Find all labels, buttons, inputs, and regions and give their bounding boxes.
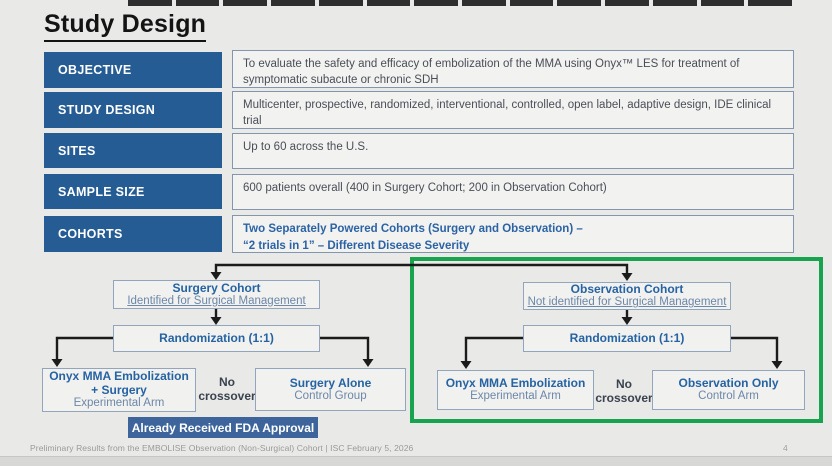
surgery-randomization-box: Randomization (1:1) bbox=[113, 325, 320, 352]
observation-randomization-box: Randomization (1:1) bbox=[523, 325, 731, 352]
observation-randomization-label: Randomization (1:1) bbox=[569, 331, 685, 346]
surgery-control-group-box: Surgery Alone Control Group bbox=[255, 368, 406, 411]
table-label-cohorts: COHORTS bbox=[44, 216, 222, 252]
observation-experimental-line2: Experimental Arm bbox=[470, 390, 561, 403]
surgery-cohort-title: Surgery Cohort bbox=[172, 280, 261, 295]
observation-control-line2: Control Arm bbox=[698, 390, 759, 403]
observation-control-arm-box: Observation Only Control Arm bbox=[652, 370, 805, 410]
observation-cohort-subtitle: Not identified for Surgical Management bbox=[527, 296, 727, 309]
table-value-sites: Up to 60 across the U.S. bbox=[232, 133, 794, 169]
surgery-control-line2: Control Group bbox=[294, 389, 367, 402]
page-title: Study Design bbox=[44, 10, 207, 42]
observation-cohort-box: Observation Cohort Not identified for Su… bbox=[523, 282, 731, 310]
fda-approval-banner: Already Received FDA Approval bbox=[128, 417, 318, 438]
surgery-no-crossover-label: No crossover bbox=[198, 375, 256, 404]
surgery-experimental-line2: + Surgery bbox=[91, 383, 147, 398]
table-value-sample-size: 600 patients overall (400 in Surgery Coh… bbox=[232, 174, 794, 210]
table-label-sites: SITES bbox=[44, 133, 222, 168]
observation-cohort-title: Observation Cohort bbox=[570, 282, 684, 297]
table-label-sample-size: SAMPLE SIZE bbox=[44, 174, 222, 209]
table-value-study-design: Multicenter, prospective, randomized, in… bbox=[232, 91, 794, 129]
surgery-experimental-line3: Experimental Arm bbox=[73, 397, 165, 410]
cohorts-value-line2: “2 trials in 1” – Different Disease Seve… bbox=[243, 240, 470, 253]
table-label-objective: OBJECTIVE bbox=[44, 52, 222, 88]
observation-control-line1: Observation Only bbox=[678, 376, 779, 391]
observation-no-crossover-label: No crossover bbox=[595, 377, 653, 406]
slide-page-number: 4 bbox=[783, 443, 788, 453]
observation-experimental-line1: Onyx MMA Embolization bbox=[445, 376, 586, 391]
surgery-experimental-arm-box: Onyx MMA Embolization + Surgery Experime… bbox=[42, 368, 196, 412]
bottom-band bbox=[0, 456, 832, 466]
table-label-study-design: STUDY DESIGN bbox=[44, 92, 222, 128]
surgery-experimental-line1: Onyx MMA Embolization bbox=[49, 369, 189, 384]
table-value-cohorts: Two Separately Powered Cohorts (Surgery … bbox=[232, 215, 794, 253]
surgery-cohort-subtitle: Identified for Surgical Management bbox=[127, 294, 306, 307]
top-filmstrip bbox=[128, 0, 793, 6]
table-value-objective: To evaluate the safety and efficacy of e… bbox=[232, 50, 794, 88]
observation-experimental-arm-box: Onyx MMA Embolization Experimental Arm bbox=[437, 370, 594, 410]
observation-highlight-frame bbox=[410, 257, 823, 423]
surgery-control-line1: Surgery Alone bbox=[289, 375, 372, 390]
surgery-randomization-label: Randomization (1:1) bbox=[159, 331, 274, 346]
cohorts-value-line1: Two Separately Powered Cohorts (Surgery … bbox=[243, 223, 583, 235]
slide-footer: Preliminary Results from the EMBOLISE Ob… bbox=[30, 443, 414, 453]
surgery-cohort-box: Surgery Cohort Identified for Surgical M… bbox=[113, 280, 320, 309]
